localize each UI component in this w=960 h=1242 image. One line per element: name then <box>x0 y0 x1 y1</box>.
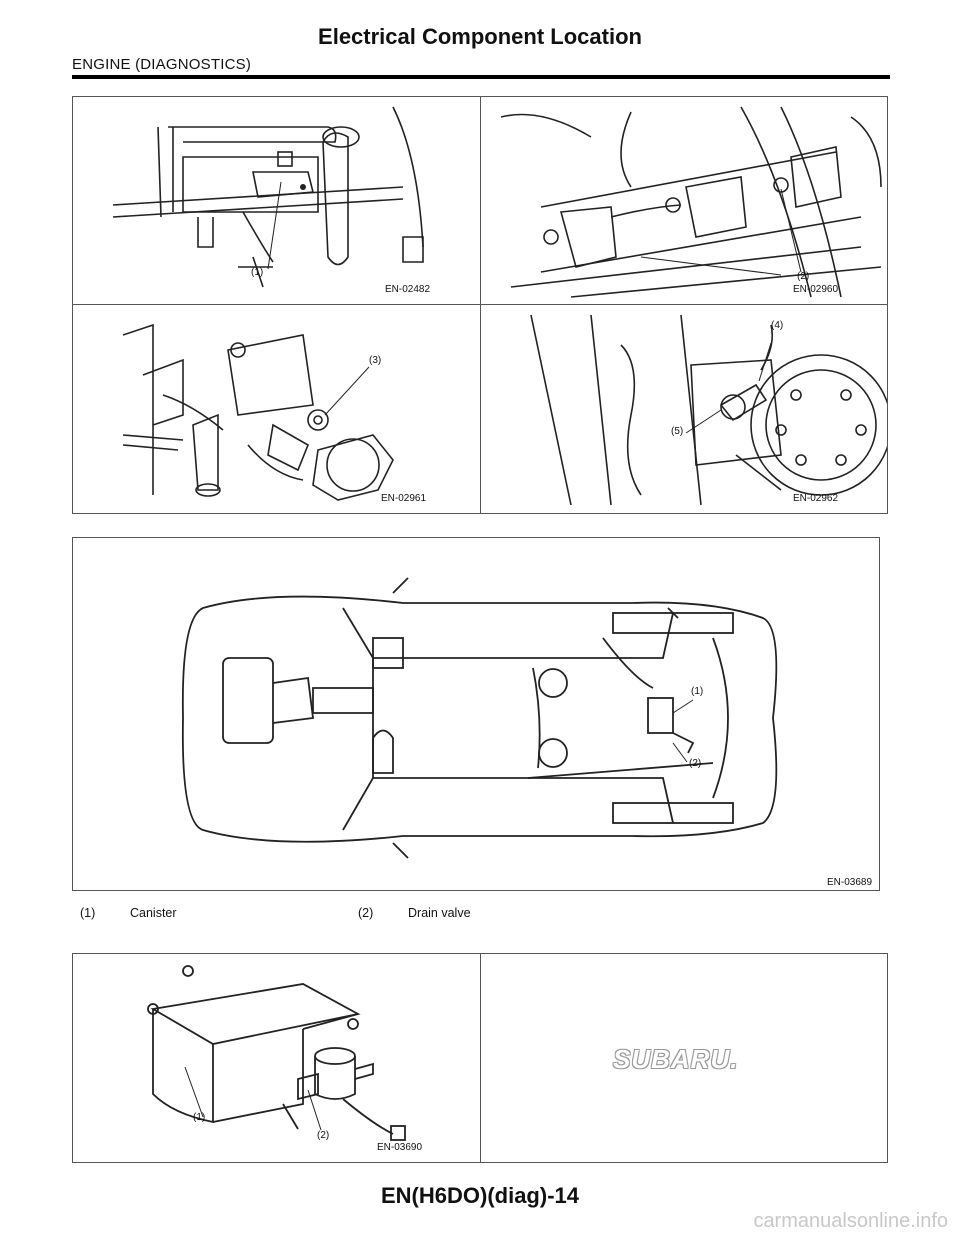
grid-divider-horizontal <box>73 304 887 305</box>
figure-grid: (1) EN-02482 (2) <box>72 96 888 514</box>
watermark[interactable]: carmanualsonline.info <box>753 1210 948 1232</box>
figure-code: EN-02482 <box>385 284 431 295</box>
subaru-logo: SUBARU. <box>613 1044 739 1074</box>
callout-1: (1) <box>251 267 264 278</box>
engine-bracket-illustration <box>112 106 424 288</box>
figure-top-left: (1) EN-02482 <box>73 97 479 304</box>
cam-sensor-illustration <box>530 314 887 506</box>
figure-code: EN-02960 <box>793 284 839 295</box>
figure-car-underbody: (1) (2) EN-03689 <box>72 537 880 891</box>
grid-divider-vertical <box>480 97 481 513</box>
callout-3: (3) <box>369 355 382 366</box>
figure-top-right: (2) EN-02960 <box>481 97 887 304</box>
figure-mid-right: (4) (5) EN-02962 <box>481 305 887 512</box>
figure-code: EN-02962 <box>793 493 839 504</box>
callout-2: (2) <box>317 1130 330 1141</box>
page-footer: EN(H6DO)(diag)-14 <box>380 1183 579 1208</box>
figure-mid-left: (3) EN-02961 <box>73 305 479 512</box>
section-label: ENGINE (DIAGNOSTICS) <box>72 56 252 73</box>
callout-1: (1) <box>691 686 704 697</box>
canister-illustration <box>147 965 406 1141</box>
figure-code: EN-02961 <box>381 493 427 504</box>
figure-code: EN-03689 <box>827 877 873 888</box>
page-title: Electrical Component Location <box>318 24 642 49</box>
legend-number: (1) <box>80 906 96 920</box>
car-underbody-illustration <box>181 577 778 859</box>
figure-bottom-row: (1) (2) EN-03690 SUBARU. <box>72 953 888 1163</box>
legend-number: (2) <box>358 906 374 920</box>
legend-label: Canister <box>130 906 177 920</box>
ignition-coils-illustration <box>500 106 882 298</box>
callout-2: (2) <box>689 758 702 769</box>
grid-divider-vertical <box>480 954 481 1162</box>
callout-4: (4) <box>771 320 784 331</box>
callout-2: (2) <box>797 271 810 282</box>
figure-code: EN-03690 <box>377 1142 423 1153</box>
callout-5: (5) <box>671 426 684 437</box>
legend-item-drain-valve: (2) Drain valve <box>358 906 471 920</box>
header-rule <box>72 75 890 79</box>
legend-label: Drain valve <box>408 906 471 920</box>
callout-1: (1) <box>193 1112 206 1123</box>
legend-item-canister: (1) Canister <box>80 906 177 920</box>
sensor-housing-illustration <box>122 323 394 501</box>
